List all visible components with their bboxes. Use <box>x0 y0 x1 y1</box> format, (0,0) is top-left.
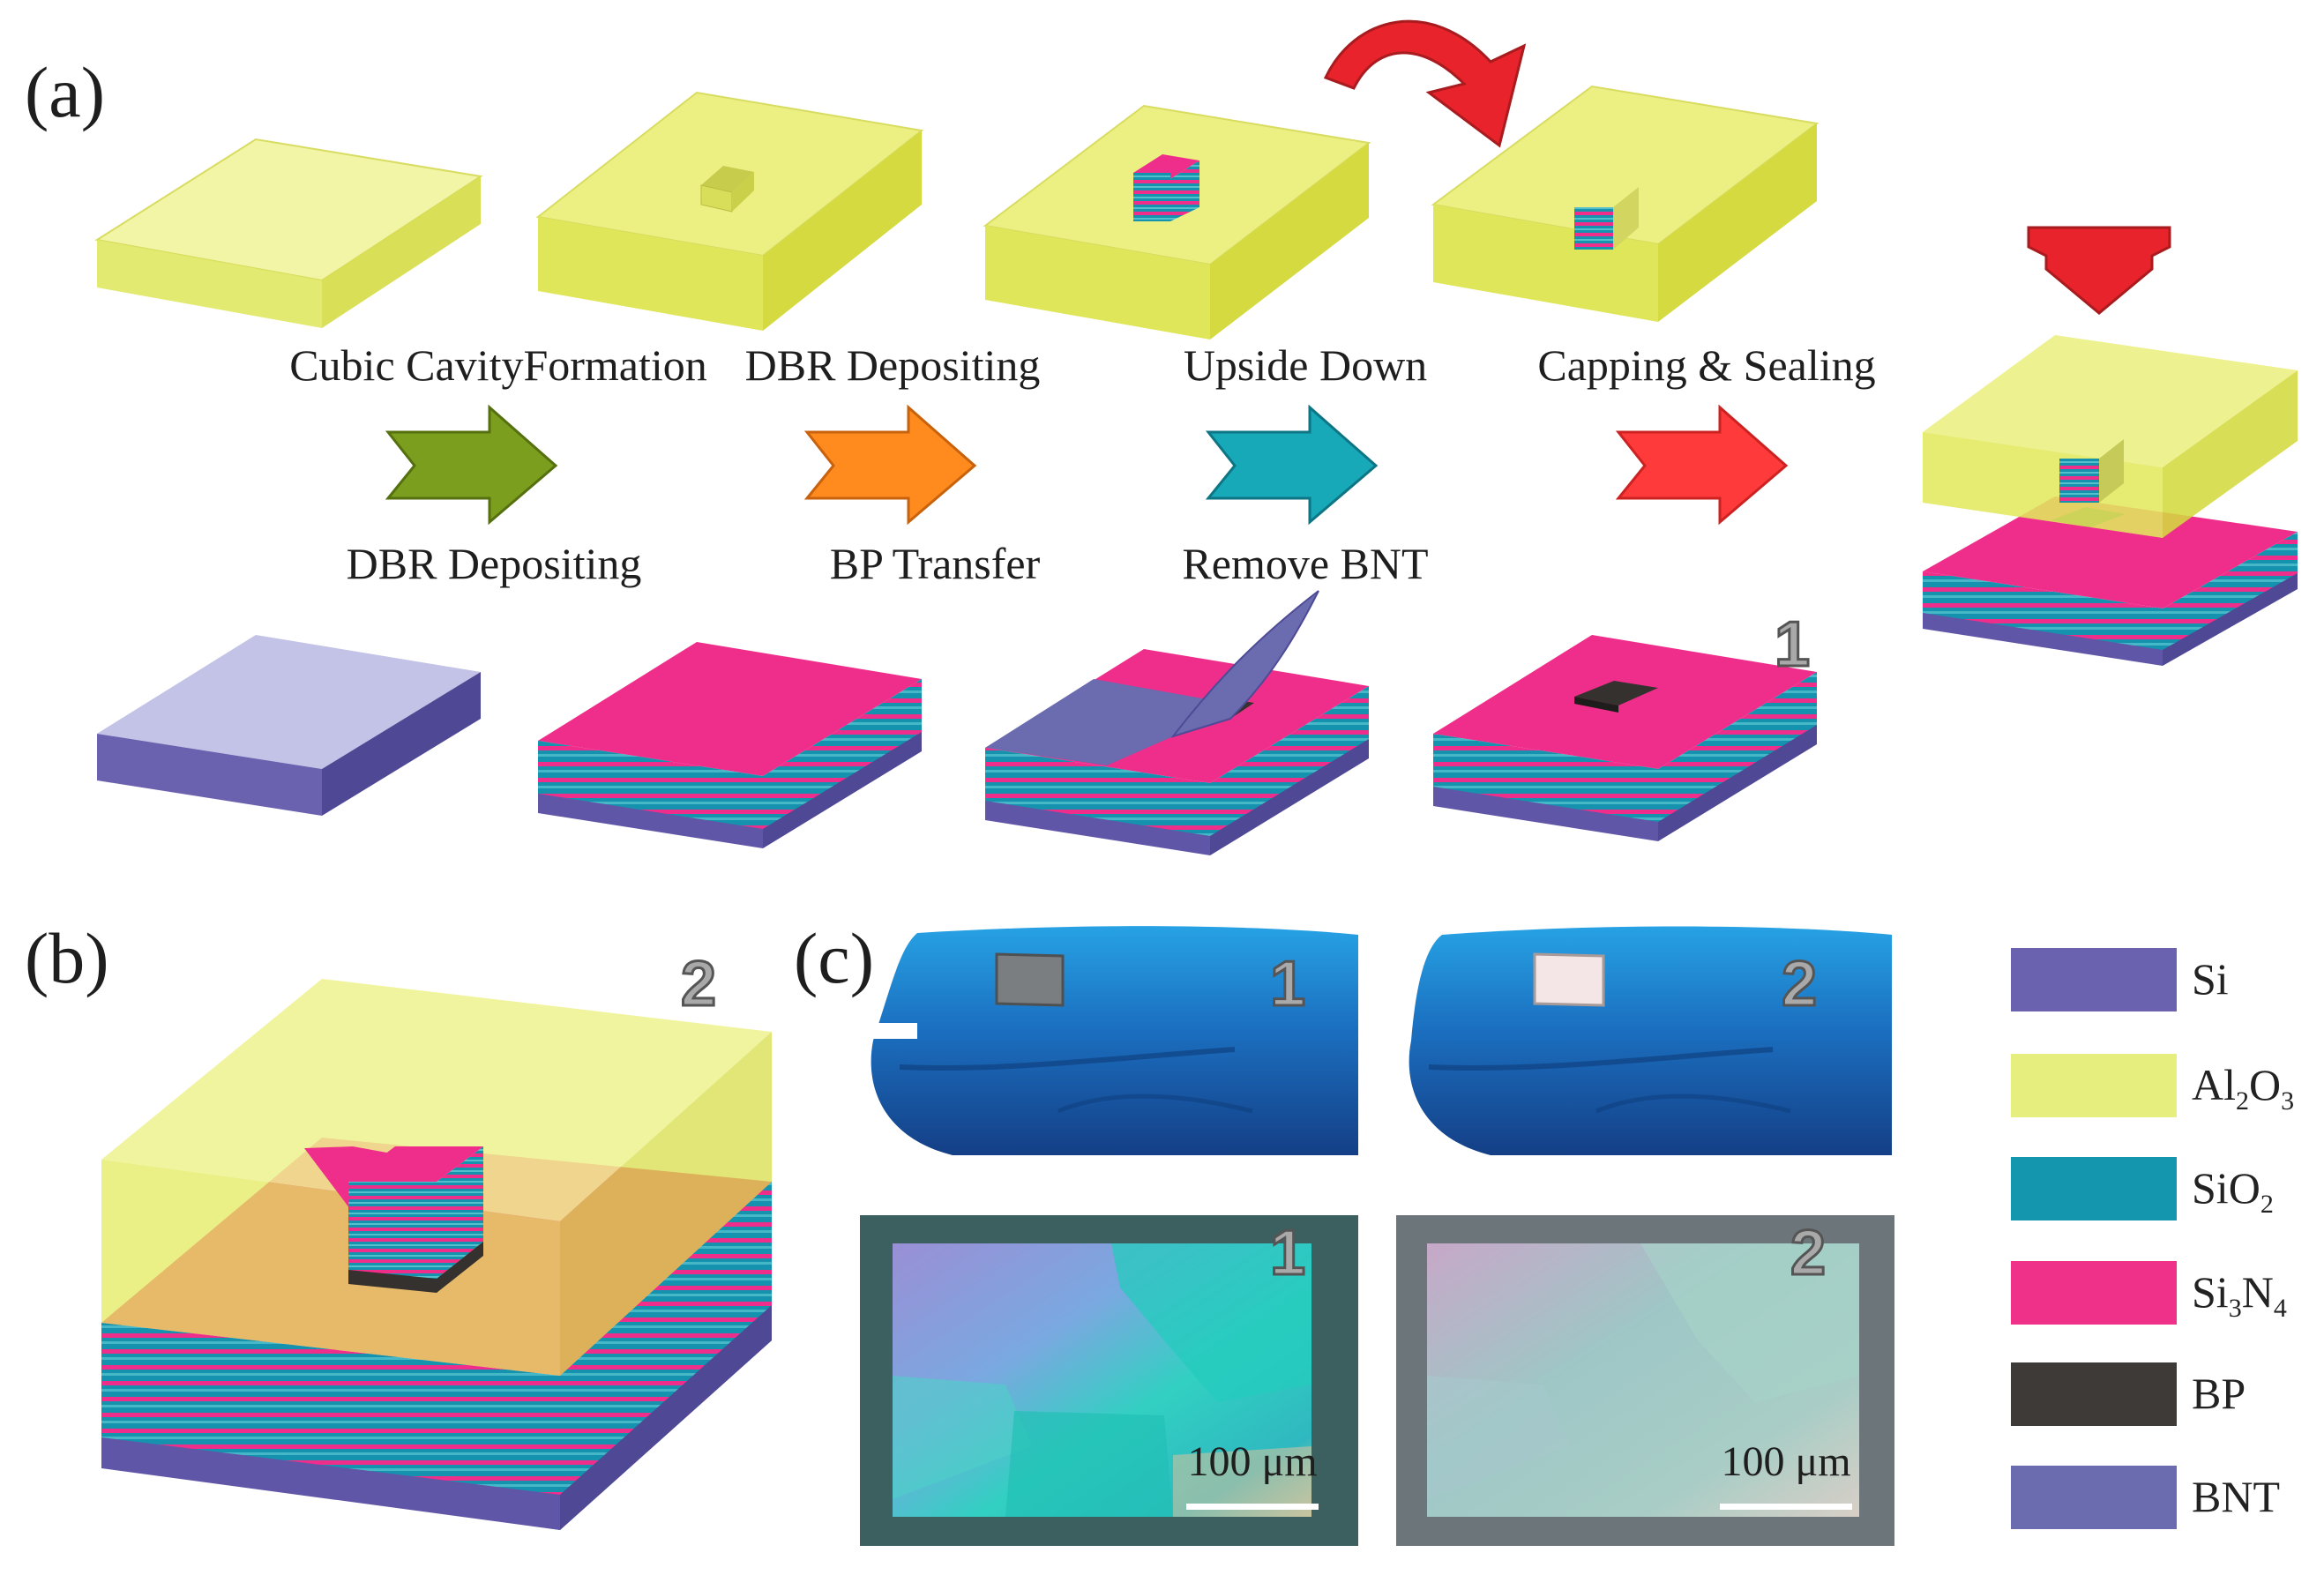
panel-b-diagram <box>101 979 772 1530</box>
arrow-green <box>385 404 558 526</box>
arrow-orange <box>803 404 977 526</box>
sample-number-c-micro-2: 2 <box>1789 1217 1827 1290</box>
panel-label-a: (a) <box>25 52 106 132</box>
sample-number-c-photo-2: 2 <box>1780 948 1818 1021</box>
panel-label-b: (b) <box>25 918 109 998</box>
legend-label-si3n4: Si3N4 <box>2192 1267 2287 1323</box>
scale-bar-label-2: 100 μm <box>1721 1438 1851 1485</box>
step-label-capping-sealing: Capping & Sealing <box>1537 340 1876 390</box>
step-label-cavity-formation: Cubic CavityFormation <box>289 340 707 390</box>
al2o3-block-3-dbr <box>983 104 1371 340</box>
panel-label-c: (c) <box>794 918 875 998</box>
al2o3-block-4-upside-down <box>1431 85 1820 322</box>
fingertip-photo-2 <box>1409 926 1892 1155</box>
legend-label-al2o3: Al2O3 <box>2192 1060 2295 1116</box>
sample-number-a: 1 <box>1773 608 1811 682</box>
si-substrate <box>97 635 481 816</box>
step-label-dbr-depositing-top: DBR Depositing <box>744 340 1041 390</box>
sample-number-c-photo-1: 1 <box>1268 948 1306 1021</box>
legend-swatch-sio2 <box>2011 1157 2177 1220</box>
scale-bar-label-1: 100 μm <box>1187 1438 1318 1485</box>
legend-label-sio2: SiO2 <box>2192 1163 2274 1219</box>
step-label-dbr-depositing-bottom: DBR Depositing <box>346 539 642 588</box>
sample-number-c-micro-1: 1 <box>1268 1217 1306 1290</box>
legend-label-bnt: BNT <box>2192 1472 2280 1521</box>
legend-swatch-bnt <box>2011 1466 2177 1529</box>
dbr-substrate <box>538 642 922 848</box>
legend-label-bp: BP <box>2192 1369 2246 1418</box>
fingertip-photo-1 <box>871 926 1358 1155</box>
arrow-red <box>1615 404 1789 526</box>
sample-number-b: 2 <box>679 948 717 1021</box>
bp-on-dbr-substrate <box>1433 635 1817 841</box>
flip-arrow <box>1323 19 1527 148</box>
micrograph-1 <box>860 1215 1358 1546</box>
arrow-teal <box>1205 404 1379 526</box>
legend-swatch-bp <box>2011 1362 2177 1426</box>
step-label-upside-down: Upside Down <box>1183 340 1428 390</box>
capped-assembly <box>1923 226 2298 666</box>
legend-swatch-al2o3 <box>2011 1054 2177 1117</box>
step-label-remove-bnt: Remove BNT <box>1182 539 1429 588</box>
step-label-bp-transfer: BP Transfer <box>829 539 1041 588</box>
panel-c-photos <box>860 926 1894 1546</box>
legend-label-si: Si <box>2192 954 2229 1004</box>
al2o3-block-2-cavity <box>535 91 924 331</box>
bp-transfer-substrate <box>985 590 1369 855</box>
al2o3-block-1 <box>94 138 483 328</box>
legend-swatch-si <box>2011 948 2177 1011</box>
legend-swatch-si3n4 <box>2011 1261 2177 1325</box>
micrograph-2 <box>1396 1215 1894 1546</box>
panel-a-diagram <box>94 19 2298 855</box>
